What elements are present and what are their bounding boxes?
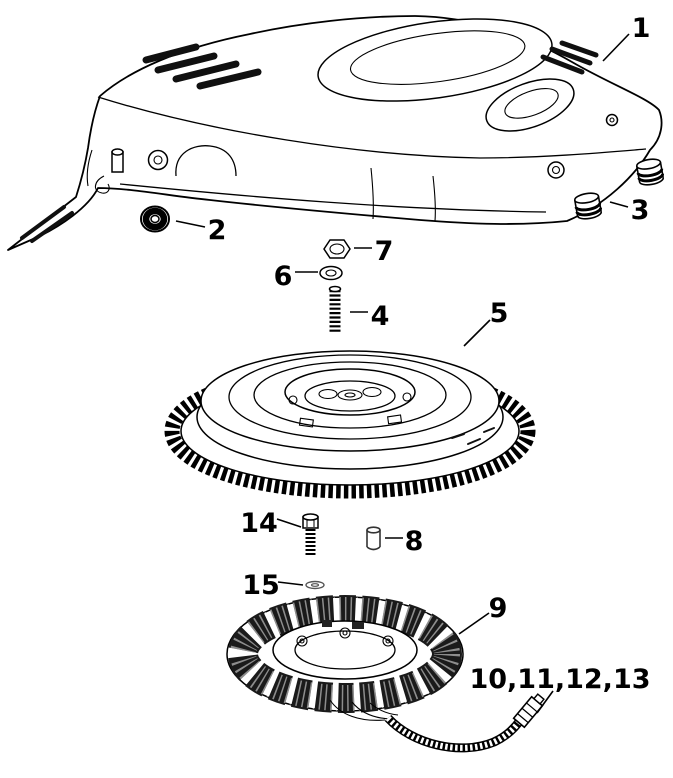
threaded-stud [328,285,342,332]
callout-label-8: 8 [405,526,424,557]
cover-boss-right [547,161,565,179]
cover-vent-slashes-left [142,43,262,90]
callout-label-10-13: 10,11,12,13 [469,664,650,695]
flywheel [164,350,536,499]
callout-label-1: 1 [632,13,651,44]
stator-terminal [352,622,364,629]
cover-top-scoop [317,18,553,102]
spacer-sleeve [366,526,381,551]
leader-line-10-13 [536,690,554,714]
callout-labels: 1 2 3 4 5 6 7 8 9 10,11,12,13 14 15 [208,13,651,695]
callout-label-5: 5 [490,298,509,329]
callout-label-6: 6 [274,261,293,292]
stator-terminal [322,620,332,627]
cover-hump [175,145,237,177]
cover-screw-right [605,113,619,127]
leader-line-5 [463,319,491,347]
stator [226,595,464,713]
stator-bolt [302,513,319,557]
leader-line-3 [609,201,629,208]
leader-line-1 [602,33,630,62]
flat-washer [319,265,343,281]
rubber-mount-lower [573,192,603,220]
cover-side-scoop [485,78,575,132]
callout-label-4: 4 [371,301,390,332]
leader-line-2 [175,220,206,228]
callout-label-2: 2 [208,215,227,246]
callout-label-15: 15 [242,570,280,601]
hex-nut [323,239,351,259]
callout-label-9: 9 [489,593,508,624]
cover-boss-left [147,149,169,171]
cover-peg [94,148,124,194]
callout-label-3: 3 [631,195,650,226]
cover-fin-hatch [20,205,74,243]
leader-lines [175,33,630,714]
callout-label-14: 14 [240,508,278,539]
leader-line-15 [277,581,304,586]
wire-harness [329,693,545,753]
flywheel-stamp-marks [451,427,495,445]
engine-cover [7,15,663,251]
grommet [140,205,170,233]
callout-label-7: 7 [375,236,394,267]
lock-washer [305,580,325,590]
wire-connector [512,693,545,729]
leader-line-9 [458,612,490,635]
leader-line-14 [276,518,302,528]
rubber-mount-upper [635,158,665,186]
cover-vent-slashes-right [540,40,599,75]
